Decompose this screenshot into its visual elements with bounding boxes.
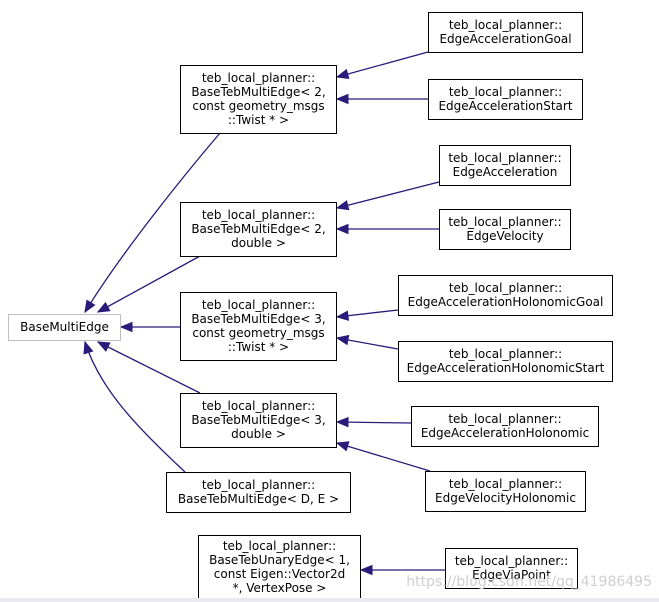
arrowhead-t2twist-to-base	[84, 299, 96, 314]
class-label-line: ::Twist * >	[228, 340, 289, 354]
arrowhead-t2double-to-base	[96, 301, 111, 313]
class-node-accStart[interactable]: teb_local_planner::EdgeAccelerationStart	[428, 79, 583, 120]
class-box-accStart[interactable]	[428, 79, 583, 120]
class-node-accHolGoal[interactable]: teb_local_planner::EdgeAccelerationHolon…	[398, 275, 613, 316]
class-node-t2double[interactable]: teb_local_planner::BaseTebMultiEdge< 2,d…	[180, 202, 337, 257]
class-label-line: teb_local_planner::	[448, 412, 561, 426]
class-label-line: BaseTebMultiEdge< 2,	[191, 222, 325, 236]
class-node-unary[interactable]: teb_local_planner::BaseTebUnaryEdge< 1,c…	[198, 535, 361, 600]
class-label-line: BaseTebMultiEdge< 2,	[191, 85, 325, 99]
arrowhead-t3twist-to-base	[119, 321, 133, 333]
class-box-tDE[interactable]	[166, 472, 351, 513]
edge-tDE-to-base	[84, 341, 186, 473]
edge-t2double-to-base	[97, 255, 201, 313]
arrowhead-accHolGoal-to-t3twist	[335, 310, 350, 321]
arrowhead-accGoal-to-t2twist	[335, 68, 350, 80]
class-box-accHolGoal[interactable]	[398, 275, 613, 316]
arrowhead-vel-to-t2double	[335, 223, 349, 235]
class-box-t3double[interactable]	[180, 393, 337, 448]
class-label-line: teb_local_planner::	[449, 347, 562, 361]
arrowhead-t3double-to-base	[96, 341, 111, 352]
class-label-line: teb_local_planner::	[223, 539, 336, 553]
arrowhead-accHolStart-to-t3twist	[335, 334, 350, 346]
class-label-line: teb_local_planner::	[202, 478, 315, 492]
class-node-via[interactable]: teb_local_planner::EdgeViaPoint	[445, 548, 578, 589]
arrowhead-accStart-to-t2twist	[335, 93, 349, 105]
class-label-line: teb_local_planner::	[449, 477, 562, 491]
class-label-line: teb_local_planner::	[449, 281, 562, 295]
class-label-line: const geometry_msgs	[192, 99, 324, 113]
class-box-t3twist[interactable]	[180, 292, 337, 361]
class-label-line: EdgeAccelerationHolonomicGoal	[408, 295, 604, 309]
class-label-line: EdgeVelocityHolonomic	[435, 491, 576, 505]
class-label-line: EdgeViaPoint	[472, 568, 551, 582]
arrowhead-acc-to-t2double	[335, 200, 350, 211]
class-node-t3twist[interactable]: teb_local_planner::BaseTebMultiEdge< 3,c…	[180, 292, 337, 361]
edge-velHol-to-t3double	[336, 442, 431, 472]
class-label-line: BaseMultiEdge	[20, 320, 109, 334]
class-label-line: EdgeVelocity	[466, 229, 543, 243]
class-node-t2twist[interactable]: teb_local_planner::BaseTebMultiEdge< 2,c…	[180, 65, 337, 134]
class-label-line: double >	[231, 236, 286, 250]
class-label-line: teb_local_planner::	[455, 554, 568, 568]
class-label-line: teb_local_planner::	[449, 18, 562, 32]
edge-t3double-to-base	[97, 341, 201, 394]
class-label-line: EdgeAccelerationHolonomicStart	[407, 361, 605, 375]
class-label-line: *, VertexPose >	[233, 581, 327, 595]
class-label-line: teb_local_planner::	[202, 71, 315, 85]
class-label-line: EdgeAccelerationHolonomic	[421, 426, 589, 440]
class-label-line: ::Twist * >	[228, 113, 289, 127]
class-label-line: teb_local_planner::	[449, 85, 562, 99]
class-label-line: BaseTebMultiEdge< 3,	[191, 413, 325, 427]
class-node-vel[interactable]: teb_local_planner::EdgeVelocity	[439, 209, 571, 250]
class-label-line: teb_local_planner::	[202, 208, 315, 222]
class-box-unary[interactable]	[198, 535, 361, 600]
class-box-acc[interactable]	[439, 145, 571, 186]
class-box-via[interactable]	[445, 548, 578, 589]
watermark-text: https://blog.csdn.net/qq_41986495	[406, 574, 652, 590]
class-node-accHolStart[interactable]: teb_local_planner::EdgeAccelerationHolon…	[398, 341, 613, 382]
inheritance-edges	[83, 51, 445, 576]
edge-accHol-to-t3double	[336, 421, 412, 424]
arrowhead-accHol-to-t3double	[335, 416, 349, 428]
edge-t2twist-to-base	[84, 132, 221, 313]
bottom-strip	[0, 598, 659, 602]
class-node-accHol[interactable]: teb_local_planner::EdgeAccelerationHolon…	[411, 406, 599, 447]
class-node-velHol[interactable]: teb_local_planner::EdgeVelocityHolonomic	[425, 471, 586, 512]
class-label-line: teb_local_planner::	[202, 399, 315, 413]
class-box-accGoal[interactable]	[428, 12, 583, 53]
edge-accGoal-to-t2twist	[336, 51, 429, 78]
arrowhead-velHol-to-t3double	[335, 441, 350, 452]
class-nodes: BaseMultiEdgeteb_local_planner::BaseTebM…	[8, 12, 613, 600]
class-label-line: teb_local_planner::	[448, 151, 561, 165]
class-box-t2double[interactable]	[180, 202, 337, 257]
class-label-line: EdgeAcceleration	[453, 165, 558, 179]
class-label-line: const Eigen::Vector2d	[214, 567, 345, 581]
class-box-velHol[interactable]	[425, 471, 586, 512]
class-box-t2twist[interactable]	[180, 65, 337, 134]
class-label-line: teb_local_planner::	[202, 298, 315, 312]
class-node-base[interactable]: BaseMultiEdge	[8, 314, 121, 341]
class-label-line: double >	[231, 427, 286, 441]
class-label-line: EdgeAccelerationGoal	[439, 32, 571, 46]
class-box-base[interactable]	[8, 314, 121, 341]
class-label-line: EdgeAccelerationStart	[438, 99, 572, 113]
class-node-t3double[interactable]: teb_local_planner::BaseTebMultiEdge< 3,d…	[180, 393, 337, 448]
class-box-accHol[interactable]	[411, 406, 599, 447]
arrowhead-tDE-to-base	[83, 340, 94, 355]
class-label-line: BaseTebUnaryEdge< 1,	[209, 553, 350, 567]
edge-acc-to-t2double	[336, 181, 440, 209]
arrowhead-via-to-unary	[359, 564, 373, 576]
class-label-line: teb_local_planner::	[448, 215, 561, 229]
class-node-acc[interactable]: teb_local_planner::EdgeAcceleration	[439, 145, 571, 186]
class-label-line: BaseTebMultiEdge< 3,	[191, 312, 325, 326]
class-node-accGoal[interactable]: teb_local_planner::EdgeAccelerationGoal	[428, 12, 583, 53]
class-box-vel[interactable]	[439, 209, 571, 250]
class-label-line: const geometry_msgs	[192, 326, 324, 340]
class-node-tDE[interactable]: teb_local_planner::BaseTebMultiEdge< D, …	[166, 472, 351, 513]
class-label-line: BaseTebMultiEdge< D, E >	[178, 492, 339, 506]
class-box-accHolStart[interactable]	[398, 341, 613, 382]
